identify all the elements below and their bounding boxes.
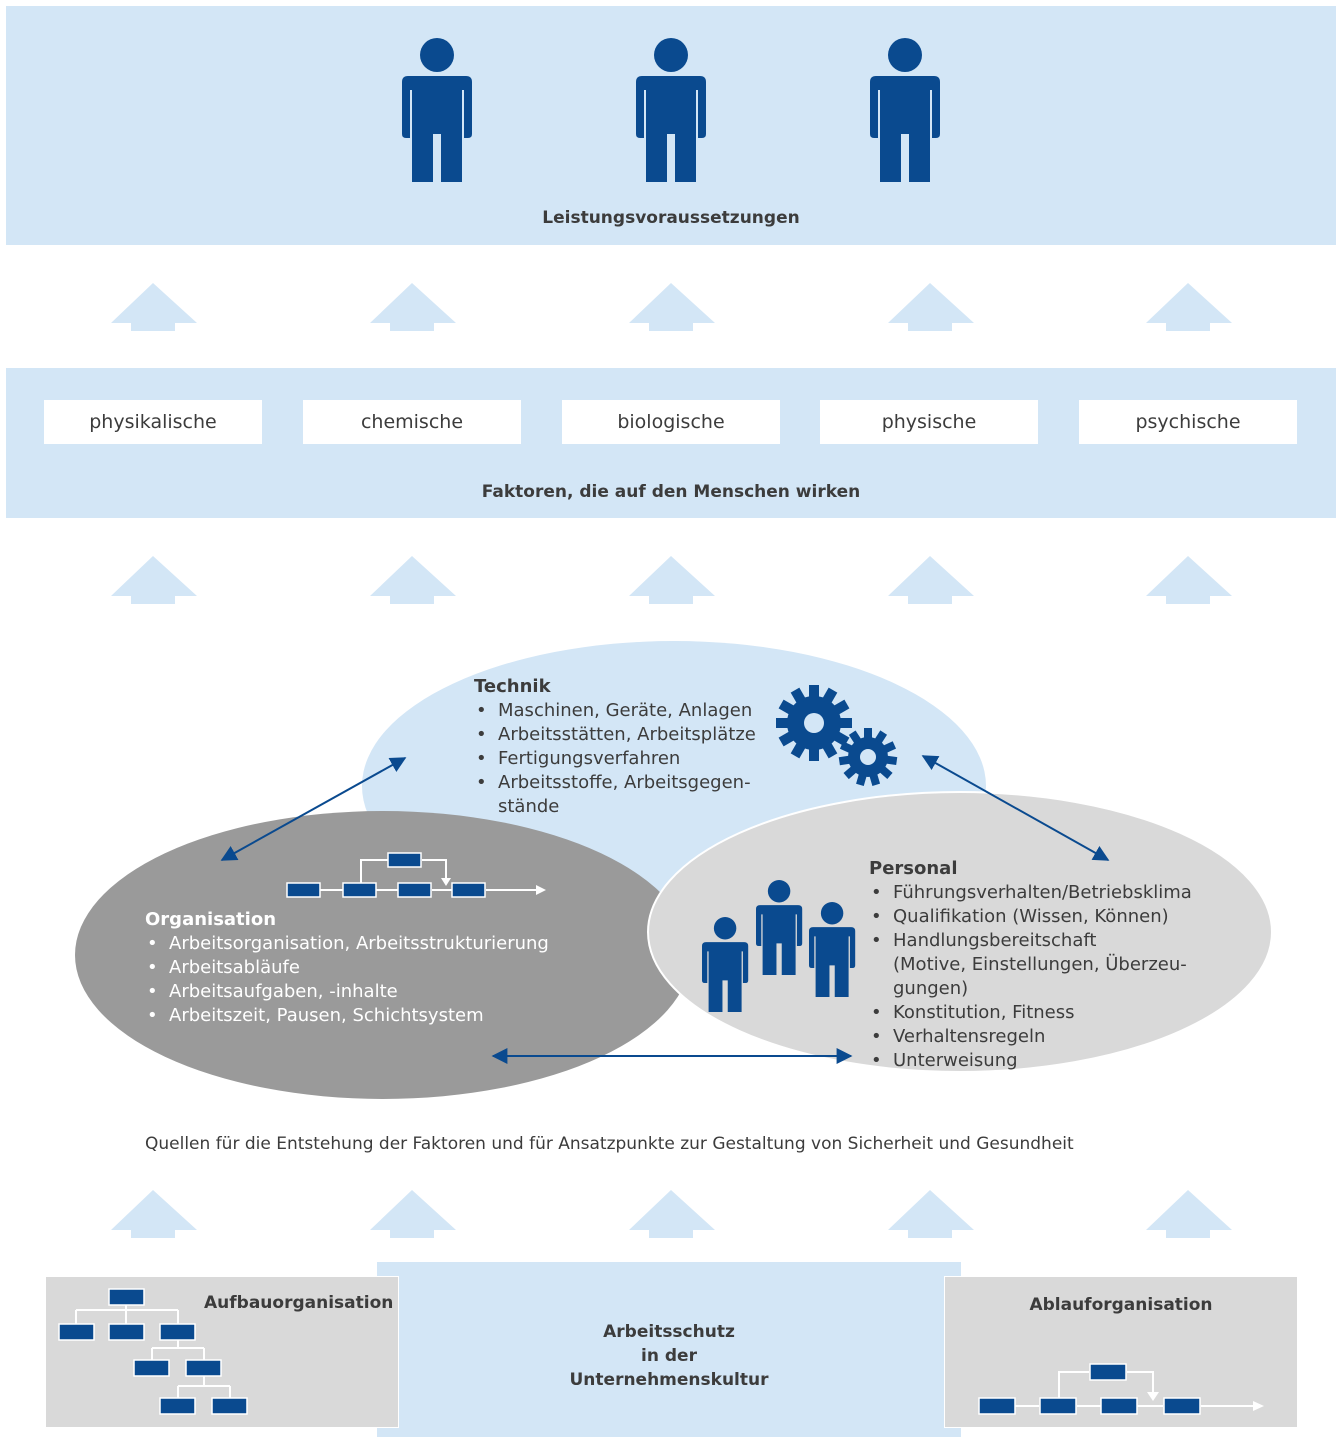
- up-arrow: [370, 1190, 456, 1238]
- list-item-text: Arbeitsstoffe, Arbeitsgegen-: [498, 772, 751, 793]
- list-item-continuation: (Motive, Einstellungen, Überzeu-: [893, 954, 1187, 975]
- safety-culture-line: Arbeitsschutz: [603, 1322, 735, 1342]
- list-item: Maschinen, Geräte, Anlagen: [474, 699, 774, 723]
- technik-block: Technik Maschinen, Geräte, Anlagen Arbei…: [474, 675, 774, 819]
- organisation-title: Organisation: [145, 909, 277, 930]
- factor-box-psychische: psychische: [1079, 400, 1297, 444]
- process-flow-icon: [978, 1363, 1264, 1415]
- aufbauorganisation-title: Aufbauorganisation: [204, 1293, 394, 1313]
- factor-box-biologische: biologische: [562, 400, 780, 444]
- technik-title: Technik: [474, 676, 551, 697]
- org-chart-icon: [58, 1288, 248, 1415]
- safety-culture-band: [377, 1262, 961, 1437]
- list-item-continuation: gungen): [893, 978, 969, 999]
- safety-culture-title: Arbeitsschutz in der Unternehmenskultur: [377, 1320, 961, 1392]
- list-item: Arbeitsstoffe, Arbeitsgegen-stände: [474, 771, 774, 819]
- safety-culture-line: in der: [641, 1346, 697, 1366]
- list-item: Arbeitsstätten, Arbeitsplätze: [474, 723, 774, 747]
- up-arrow: [629, 1190, 715, 1238]
- arrow-technik-personal: [921, 755, 1110, 861]
- sources-caption: Quellen für die Entstehung der Faktoren …: [145, 1134, 1074, 1154]
- performance-band-title: Leistungsvoraussetzungen: [542, 208, 800, 228]
- gear-icon: [776, 685, 898, 786]
- ablauforganisation-title: Ablauforganisation: [1029, 1295, 1213, 1315]
- list-item: Arbeitsorganisation, Arbeitsstrukturieru…: [145, 932, 565, 956]
- list-item-continuation: stände: [498, 796, 560, 817]
- personal-block: Personal Führungsverhalten/Betriebsklima…: [869, 857, 1229, 1073]
- factors-band-title: Faktoren, die auf den Menschen wirken: [481, 482, 861, 502]
- up-arrow: [888, 1190, 974, 1238]
- up-arrow: [1146, 1190, 1232, 1238]
- arrow-technik-organisation: [220, 757, 407, 861]
- up-arrow: [111, 1190, 197, 1238]
- list-item: Führungsverhalten/Betriebsklima: [869, 881, 1229, 905]
- personal-title: Personal: [869, 858, 958, 879]
- factor-box-physikalische: physikalische: [44, 400, 262, 444]
- list-item-text: Handlungsbereitschaft: [893, 930, 1097, 951]
- list-item: Arbeitszeit, Pausen, Schichtsystem: [145, 1004, 565, 1028]
- list-item: Konstitution, Fitness: [869, 1001, 1229, 1025]
- list-item: Arbeitsabläufe: [145, 956, 565, 980]
- list-item: Handlungsbereitschaft (Motive, Einstellun…: [869, 929, 1229, 1001]
- safety-culture-line: Unternehmenskultur: [569, 1370, 769, 1390]
- people-group-icon: [702, 880, 856, 1013]
- list-item: Fertigungsverfahren: [474, 747, 774, 771]
- process-flow-icon: [286, 852, 546, 898]
- list-item: Qualifikation (Wissen, Können): [869, 905, 1229, 929]
- factor-box-physische: physische: [820, 400, 1038, 444]
- list-item: Unterweisung: [869, 1049, 1229, 1073]
- list-item: Verhaltensregeln: [869, 1025, 1229, 1049]
- factor-box-chemische: chemische: [303, 400, 521, 444]
- organisation-block: Organisation Arbeitsorganisation, Arbeit…: [145, 908, 565, 1028]
- list-item: Arbeitsaufgaben, -inhalte: [145, 980, 565, 1004]
